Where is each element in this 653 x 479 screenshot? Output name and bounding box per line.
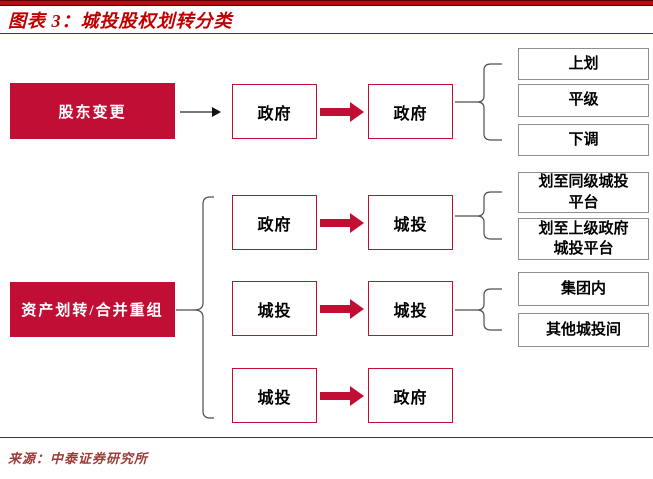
category-box-shareholder-change: 股东变更 bbox=[10, 83, 175, 139]
red-block-arrow-icon-4 bbox=[320, 386, 364, 406]
flow4-from-box: 城投 bbox=[232, 368, 317, 423]
flow2-from-box: 政府 bbox=[232, 195, 317, 250]
flow3-to-box: 城投 bbox=[368, 281, 453, 336]
outcome-box-within-group: 集团内 bbox=[518, 272, 649, 306]
outcome-box-higher-gov-platform: 划至上级政府城投平台 bbox=[518, 218, 649, 260]
brace-main bbox=[176, 196, 214, 419]
brace-flow3 bbox=[455, 288, 502, 331]
outcome-box-down: 下调 bbox=[518, 124, 649, 156]
outcome-box-between-ci: 其他城投间 bbox=[518, 313, 649, 347]
outcome-box-same-level-platform: 划至同级城投平台 bbox=[518, 172, 649, 213]
footer-divider bbox=[0, 437, 653, 438]
flow1-from-box: 政府 bbox=[232, 84, 317, 139]
red-block-arrow-icon-1 bbox=[320, 102, 364, 122]
outcome-box-up: 上划 bbox=[518, 48, 649, 80]
flow1-to-box: 政府 bbox=[368, 84, 453, 139]
thin-arrow-icon bbox=[180, 107, 221, 117]
top-border-bar bbox=[0, 0, 653, 6]
red-block-arrow-icon-2 bbox=[320, 213, 364, 233]
flow4-to-box: 政府 bbox=[368, 368, 453, 423]
red-block-arrow-icon-3 bbox=[320, 299, 364, 319]
figure-title: 图表 3：城投股权划转分类 bbox=[8, 11, 233, 31]
brace-flow1 bbox=[455, 63, 502, 141]
category-box-asset-transfer: 资产划转/合并重组 bbox=[10, 282, 175, 337]
brace-flow2 bbox=[455, 191, 502, 240]
flow3-from-box: 城投 bbox=[232, 281, 317, 336]
flow2-to-box: 城投 bbox=[368, 195, 453, 250]
source-note: 来源：中泰证券研究所 bbox=[8, 451, 149, 466]
outcome-box-parallel: 平级 bbox=[518, 84, 649, 117]
title-underline bbox=[0, 33, 653, 34]
